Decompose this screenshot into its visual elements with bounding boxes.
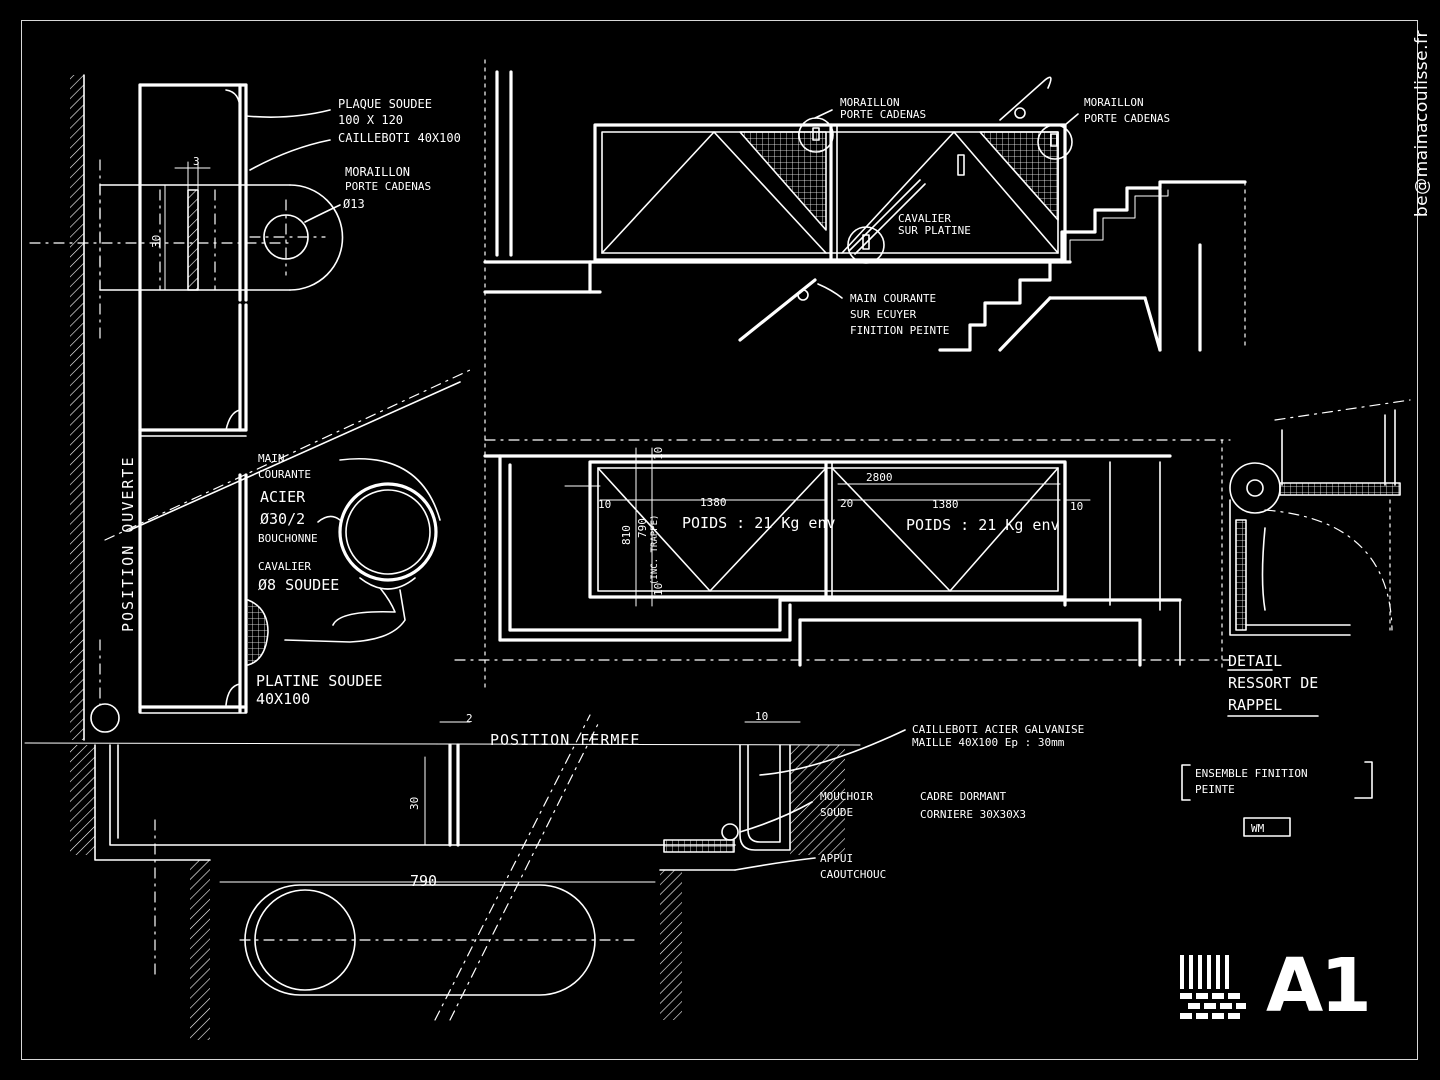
label-mouchoir-2: SOUDE — [820, 806, 853, 819]
dim-3: 3 — [193, 155, 200, 168]
label-cavalier-platine-1: CAVALIER — [898, 212, 951, 225]
label-caillebotis-top: CAILLEBOTI 40X100 — [338, 131, 461, 145]
label-morillon-top-1: MORAILLON — [840, 96, 900, 109]
label-main-courante-equerre-3: FINITION PEINTE — [850, 324, 949, 337]
label-main-courante-1: MAIN- — [258, 452, 291, 465]
label-morillon-left-3: Ø13 — [343, 197, 365, 211]
label-acier: ACIER — [260, 488, 306, 506]
dim-10-b: 10 — [1070, 500, 1083, 513]
label-morillon-right-1: MORAILLON — [1084, 96, 1144, 109]
dim-10-vertical-1: 10 — [652, 447, 665, 460]
dim-790: 790 — [410, 872, 437, 890]
label-ensemble-2: PEINTE — [1195, 783, 1235, 796]
label-plaque-dims: 100 X 120 — [338, 113, 403, 127]
dim-1380-b: 1380 — [932, 498, 959, 511]
drawing-frame — [21, 20, 1418, 1060]
label-position-fermee: POSITION FERMEE — [490, 731, 640, 749]
brand-logo-text: A1 — [1266, 943, 1372, 1029]
dim-790-vertical: 790 — [636, 518, 649, 538]
label-appui-1: APPUI — [820, 852, 853, 865]
label-cadre-2: CORNIERE 30X30X3 — [920, 808, 1026, 821]
label-main-courante-2: COURANTE — [258, 468, 311, 481]
label-morillon-top-2: PORTE CADENAS — [840, 108, 926, 121]
label-detail-3: RAPPEL — [1228, 696, 1282, 714]
label-cavalier-2: Ø8 SOUDEE — [258, 576, 339, 594]
label-detail-1: DETAIL — [1228, 652, 1282, 670]
label-bouchonne: BOUCHONNE — [258, 532, 318, 545]
elevation-view: MORAILLON PORTE CADENAS MORAILLON PORTE … — [483, 59, 1247, 691]
dim-2800: 2800 — [866, 471, 893, 484]
dim-inc-trappe: (INC. TRAPPE) — [650, 515, 660, 585]
label-main-courante-equerre-1: MAIN COURANTE — [850, 292, 936, 305]
open-position-section: 3 30 PLAQUE SOUDEE 100 X 120 CAILLEBOTI … — [29, 74, 471, 741]
label-platine-1: PLATINE SOUDEE — [256, 672, 382, 690]
dim-20: 20 — [840, 497, 853, 510]
plan-view: 2800 1380 1380 10 20 10 810 790 (INC. TR… — [454, 439, 1231, 667]
dim-30-bottom: 30 — [408, 797, 421, 810]
spring-detail: DETAIL RESSORT DE RAPPEL — [1221, 399, 1411, 717]
label-morillon-left-2: PORTE CADENAS — [345, 180, 431, 193]
label-appui-2: CAOUTCHOUC — [820, 868, 886, 881]
label-plaque-soudee: PLAQUE SOUDEE — [338, 97, 432, 111]
label-tube: Ø30/2 — [260, 510, 305, 528]
dim-10-a: 10 — [598, 498, 611, 511]
dim-30-left: 30 — [150, 235, 163, 248]
barcode-stripes-icon — [1180, 955, 1246, 1019]
label-ensemble-1: ENSEMBLE FINITION — [1195, 767, 1308, 780]
label-platine-2: 40X100 — [256, 690, 310, 708]
label-main-courante-equerre-2: SUR ECUYER — [850, 308, 917, 321]
label-morillon-left-1: MORAILLON — [345, 165, 410, 179]
label-morillon-right-2: PORTE CADENAS — [1084, 112, 1170, 125]
label-detail-2: RESSORT DE — [1228, 674, 1318, 692]
label-position-ouverte: POSITION OUVERTE — [119, 456, 137, 633]
dim-1380-a: 1380 — [700, 496, 727, 509]
dim-810: 810 — [620, 525, 633, 545]
label-poids-a: POIDS : 21 Kg env — [682, 514, 836, 532]
label-mouchoir-1: MOUCHOIR — [820, 790, 873, 803]
label-poids-b: POIDS : 21 Kg env — [906, 516, 1060, 534]
wall-hatch-left — [70, 75, 84, 740]
label-cavalier-1: CAVALIER — [258, 560, 311, 573]
label-cadre-1: CADRE DORMANT — [920, 790, 1006, 803]
label-cavalier-platine-2: SUR PLATINE — [898, 224, 971, 237]
label-initials: WM — [1251, 822, 1265, 835]
label-caillebotis-bottom-2: MAILLE 40X100 Ep : 30mm — [912, 736, 1065, 749]
label-caillebotis-bottom-1: CAILLEBOTI ACIER GALVANISE — [912, 723, 1084, 736]
dim-2: 2 — [466, 712, 473, 725]
dim-10-top: 10 — [755, 710, 768, 723]
closed-position-section: 30 2 10 POSITION FERMEE 790 CAILLEBOTI A… — [24, 703, 1373, 1040]
contact-email: be@mainacoulisse.fr — [1412, 30, 1432, 218]
dim-10-vertical-2: 10 — [652, 583, 665, 596]
